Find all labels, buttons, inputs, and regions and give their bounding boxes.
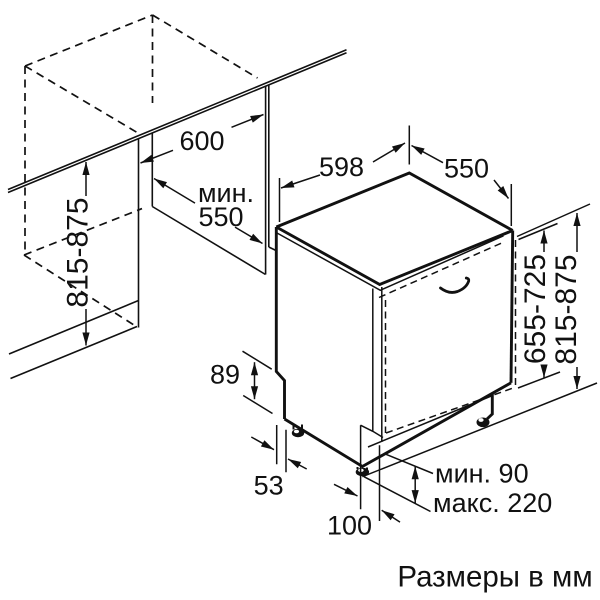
svg-text:Размеры в мм: Размеры в мм <box>397 561 592 594</box>
svg-text:815-875: 815-875 <box>550 254 583 364</box>
svg-text:550: 550 <box>198 202 243 232</box>
svg-text:мин. 90: мин. 90 <box>435 459 529 489</box>
svg-text:89: 89 <box>210 360 240 390</box>
svg-text:макс. 220: макс. 220 <box>433 488 552 518</box>
svg-text:655-725: 655-725 <box>519 254 552 364</box>
svg-text:550: 550 <box>444 154 489 184</box>
svg-text:53: 53 <box>254 471 284 501</box>
svg-text:815-875: 815-875 <box>62 197 95 307</box>
svg-text:598: 598 <box>319 152 364 182</box>
svg-text:мин.: мин. <box>198 178 254 208</box>
svg-text:600: 600 <box>179 126 224 156</box>
svg-text:100: 100 <box>327 511 372 541</box>
